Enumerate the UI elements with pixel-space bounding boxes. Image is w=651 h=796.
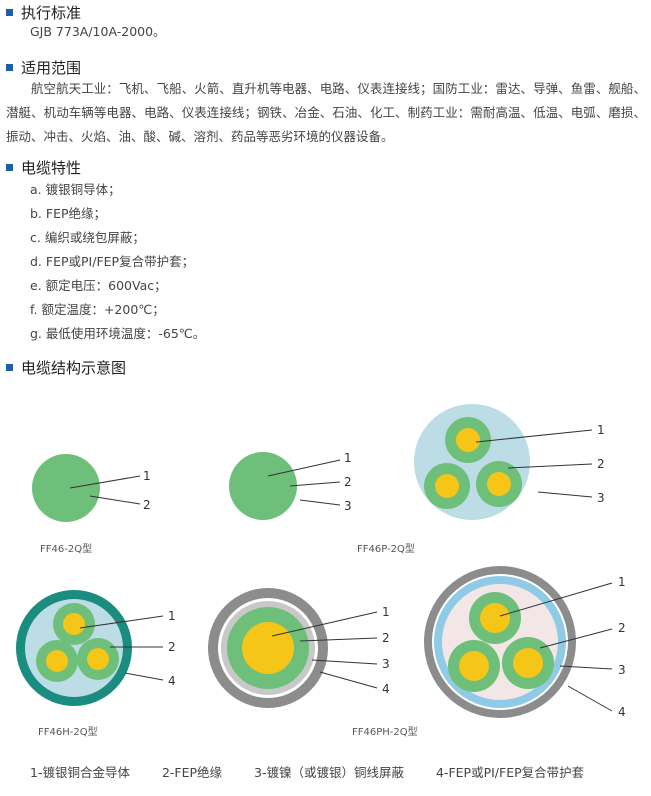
- leader-line: [89, 495, 141, 505]
- legend-item: 3-镀镍（或镀银）铜线屏蔽: [254, 765, 404, 780]
- leader-line: [124, 672, 164, 681]
- conductor-circle: [46, 650, 68, 672]
- leader-line: [79, 615, 164, 629]
- conductor-circle: [63, 613, 85, 635]
- feature-item: e. 额定电压：600Vac；: [30, 278, 167, 293]
- feature-item: d. FEP或PI/FEP复合带护套；: [30, 254, 195, 269]
- leader-line: [507, 463, 593, 469]
- callout-label: 1: [143, 469, 151, 483]
- bullet-square-icon: [6, 164, 13, 171]
- scope-paragraph: 航空航天工业：飞机、飞船、火箭、直升机等电器、电路、仪表连接线；国防工业：雷达、…: [6, 81, 646, 144]
- legend-item: 1-镀银铜合金导体: [30, 765, 130, 780]
- leader-line: [267, 459, 341, 477]
- leader-line: [537, 491, 593, 498]
- callout-label: 2: [344, 475, 352, 489]
- model-caption-ff46ph: FF46PH-2Q型: [352, 727, 418, 738]
- feature-item: a. 镀银铜导体；: [30, 182, 121, 197]
- bullet-square-icon: [6, 9, 13, 16]
- leader-line: [299, 499, 341, 506]
- section-title-diagram-text: 电缆结构示意图: [21, 359, 127, 377]
- callout-label: 4: [618, 705, 626, 719]
- section-title-features: 电缆特性: [6, 157, 81, 178]
- callout-label: 1: [618, 575, 626, 589]
- leader-line: [319, 671, 378, 689]
- feature-item: b. FEP绝缘；: [30, 206, 107, 221]
- callout-label: 1: [344, 451, 352, 465]
- features-list: a. 镀银铜导体； b. FEP绝缘； c. 编织或绕包屏蔽； d. FEP或P…: [30, 178, 205, 346]
- insulation-circle: [229, 452, 297, 520]
- feature-item: c. 编织或绕包屏蔽；: [30, 230, 145, 245]
- leader-line: [539, 628, 613, 649]
- model-caption-ff46p: FF46P-2Q型: [357, 544, 415, 555]
- callout-label: 2: [143, 498, 151, 512]
- leader-line: [499, 582, 613, 617]
- section-title-standard: 执行标准: [6, 2, 81, 23]
- callout-label: 1: [597, 423, 605, 437]
- conductor-circle: [435, 474, 459, 498]
- callout-label: 1: [382, 605, 390, 619]
- conductor-circle: [513, 648, 543, 678]
- callout-label: 3: [618, 663, 626, 677]
- component-legend: 1-镀银铜合金导体 2-FEP绝缘 3-镀镍（或镀银）铜线屏蔽 4-FEP或PI…: [30, 762, 584, 781]
- cable-diagram-5: 1 2 3 4: [208, 588, 390, 708]
- callout-label: 3: [344, 499, 352, 513]
- bullet-square-icon: [6, 64, 13, 71]
- legend-item: 4-FEP或PI/FEP复合带护套: [435, 765, 585, 780]
- section-title-scope-text: 适用范围: [21, 59, 82, 77]
- feature-item: g. 最低使用环境温度：-65℃。: [30, 326, 206, 341]
- legend-item: 2-FEP绝缘: [161, 765, 223, 780]
- callout-label: 2: [168, 640, 176, 654]
- insulation-circle: [32, 454, 100, 522]
- callout-label: 3: [597, 491, 605, 505]
- leader-line: [271, 611, 378, 637]
- cable-diagram-1: 1 2: [32, 454, 151, 522]
- conductor-circle: [480, 603, 510, 633]
- leader-line: [559, 665, 613, 670]
- leader-line: [567, 685, 613, 712]
- leader-line: [299, 637, 378, 642]
- cable-diagram-2: 1 2 3: [229, 451, 352, 520]
- leader-line: [475, 429, 593, 443]
- leader-line: [311, 659, 378, 665]
- model-caption-ff46h: FF46H-2Q型: [38, 727, 98, 738]
- section-title-features-text: 电缆特性: [21, 159, 82, 177]
- conductor-circle: [459, 651, 489, 681]
- conductor-circle: [487, 472, 511, 496]
- callout-label: 2: [618, 621, 626, 635]
- callout-label: 3: [382, 657, 390, 671]
- cable-diagram-6: 1 2 3 4: [424, 566, 626, 719]
- cable-structure-diagram: 1 2 1 2 3 1 2 3: [16, 404, 626, 719]
- conductor-circle: [456, 428, 480, 452]
- cable-diagram-4: 1 2 4: [16, 590, 176, 706]
- cable-diagram-3: 1 2 3: [414, 404, 605, 520]
- conductor-circle: [242, 622, 294, 674]
- conductor-circle: [87, 648, 109, 670]
- callout-label: 2: [597, 457, 605, 471]
- standard-text: GJB 773A/10A-2000。: [30, 24, 166, 39]
- feature-item: f. 额定温度：+200℃；: [30, 302, 165, 317]
- callout-label: 4: [168, 674, 176, 688]
- section-title-scope: 适用范围: [6, 57, 81, 78]
- leader-line: [289, 481, 341, 487]
- callout-label: 2: [382, 631, 390, 645]
- section-title-standard-text: 执行标准: [21, 4, 82, 22]
- model-caption-ff46: FF46-2Q型: [40, 544, 93, 555]
- callout-label: 1: [168, 609, 176, 623]
- leader-line: [69, 475, 141, 489]
- bullet-square-icon: [6, 364, 13, 371]
- section-title-diagram: 电缆结构示意图: [6, 357, 126, 378]
- callout-label: 4: [382, 682, 390, 696]
